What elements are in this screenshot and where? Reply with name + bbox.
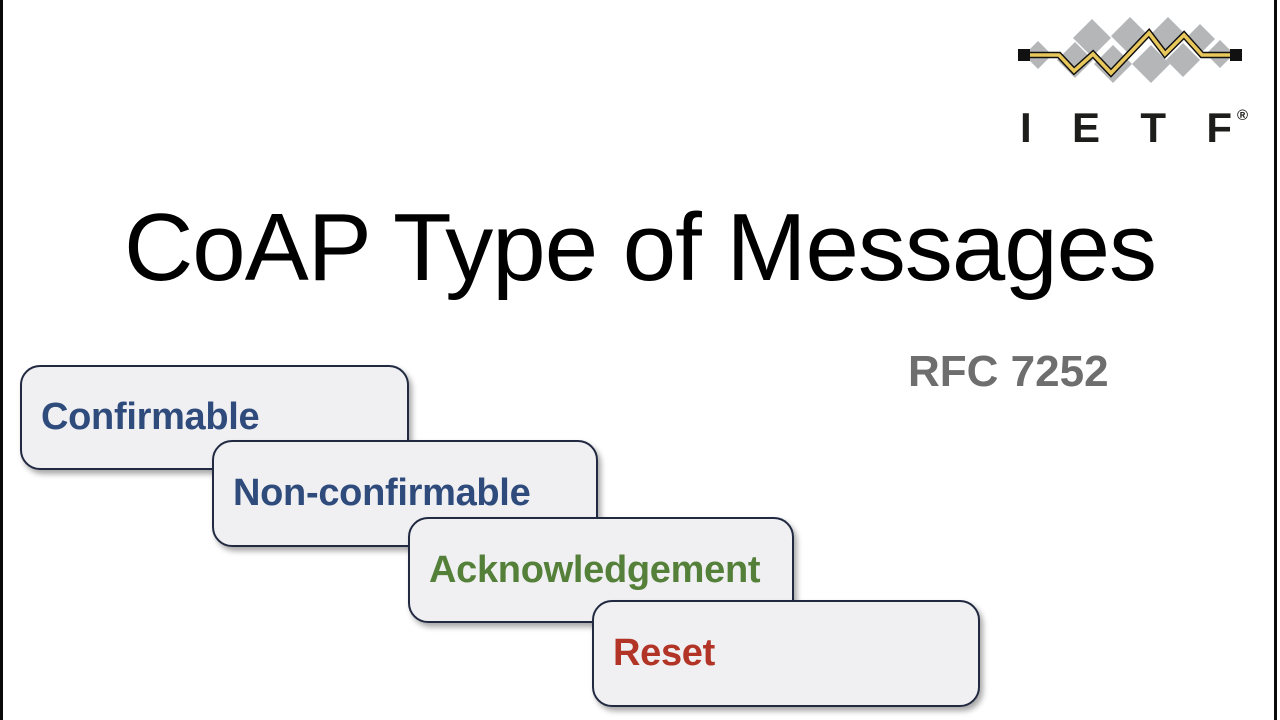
left-edge-bar (0, 0, 3, 720)
card-label: Acknowledgement (429, 548, 761, 591)
card-label: Reset (613, 632, 715, 674)
ietf-diamonds-icon (1018, 17, 1242, 83)
registered-trademark-symbol: ® (1237, 107, 1249, 124)
card-label: Confirmable (41, 396, 260, 438)
logo-letter: E (1072, 104, 1101, 151)
ietf-logo-letters: I E T F (1020, 107, 1232, 149)
slide-title: CoAP Type of Messages (123, 194, 1157, 301)
ietf-logo: I E T F ® (1015, 14, 1249, 149)
right-edge-bar (1274, 0, 1277, 720)
logo-letter: I (1020, 104, 1032, 151)
logo-letter: T (1140, 104, 1166, 151)
card-reset: Reset (592, 600, 980, 707)
rfc-label: RFC 7252 (908, 347, 1109, 396)
logo-letter: F (1206, 104, 1232, 151)
card-label: Non-confirmable (233, 472, 531, 514)
